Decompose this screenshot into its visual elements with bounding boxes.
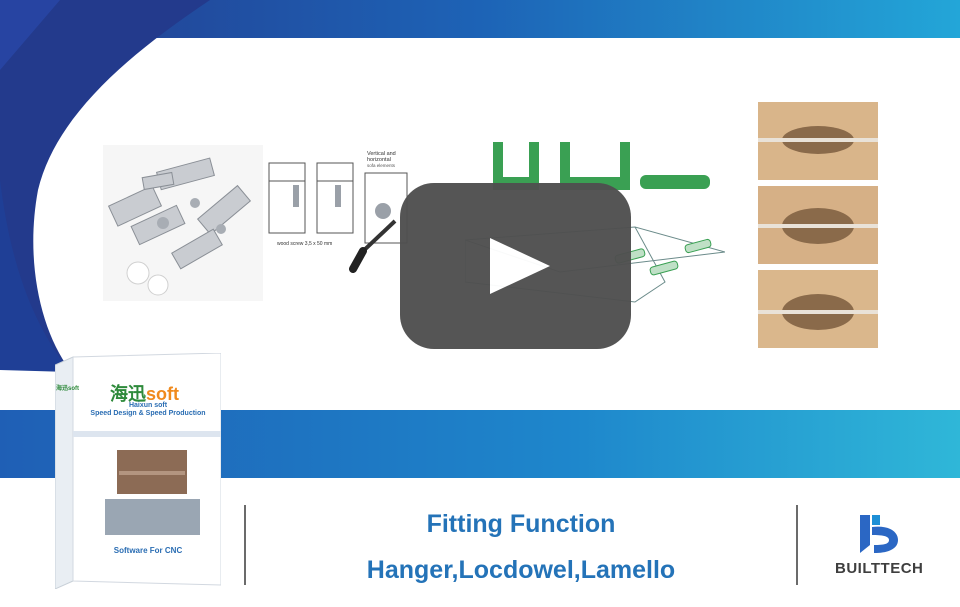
box-side-badge: 海迅soft xyxy=(56,386,79,392)
haixun-logo-latin: soft xyxy=(146,384,179,404)
locdowel-green-parts xyxy=(465,132,725,307)
play-button[interactable] xyxy=(400,183,631,349)
left-divider xyxy=(244,505,246,585)
hanger-install-diagram: Vertical and horizontal sofa elements wo… xyxy=(263,151,413,297)
box-line1: Haixun soft xyxy=(128,402,168,409)
right-divider xyxy=(796,505,798,585)
play-icon xyxy=(490,238,550,294)
hanger-fittings-photo xyxy=(103,145,263,301)
hanger-diagram-subheading: sofa elements xyxy=(367,163,396,168)
lamello-wood-joints xyxy=(758,102,878,348)
box-line2: Speed Design & Speed Production xyxy=(90,410,206,417)
haixun-logo-cn: 海迅 xyxy=(110,384,146,404)
brand-name: BUILTTECH xyxy=(835,560,924,577)
box-footer: Software For CNC xyxy=(113,546,183,555)
hanger-diagram-heading: Vertical and horizontal xyxy=(367,151,396,163)
caption-subtitle: Hanger,Locdowel,Lamello xyxy=(366,556,676,584)
software-box: 海迅soft 海迅soft Haixun soft Speed Design &… xyxy=(55,353,221,589)
hanger-diagram-caption: wood screw 3,5 x 50 mm xyxy=(277,241,333,247)
haixun-logo: 海迅soft xyxy=(110,380,179,406)
builttech-logo-icon xyxy=(858,513,902,555)
caption-title: Fitting Function xyxy=(426,510,616,538)
